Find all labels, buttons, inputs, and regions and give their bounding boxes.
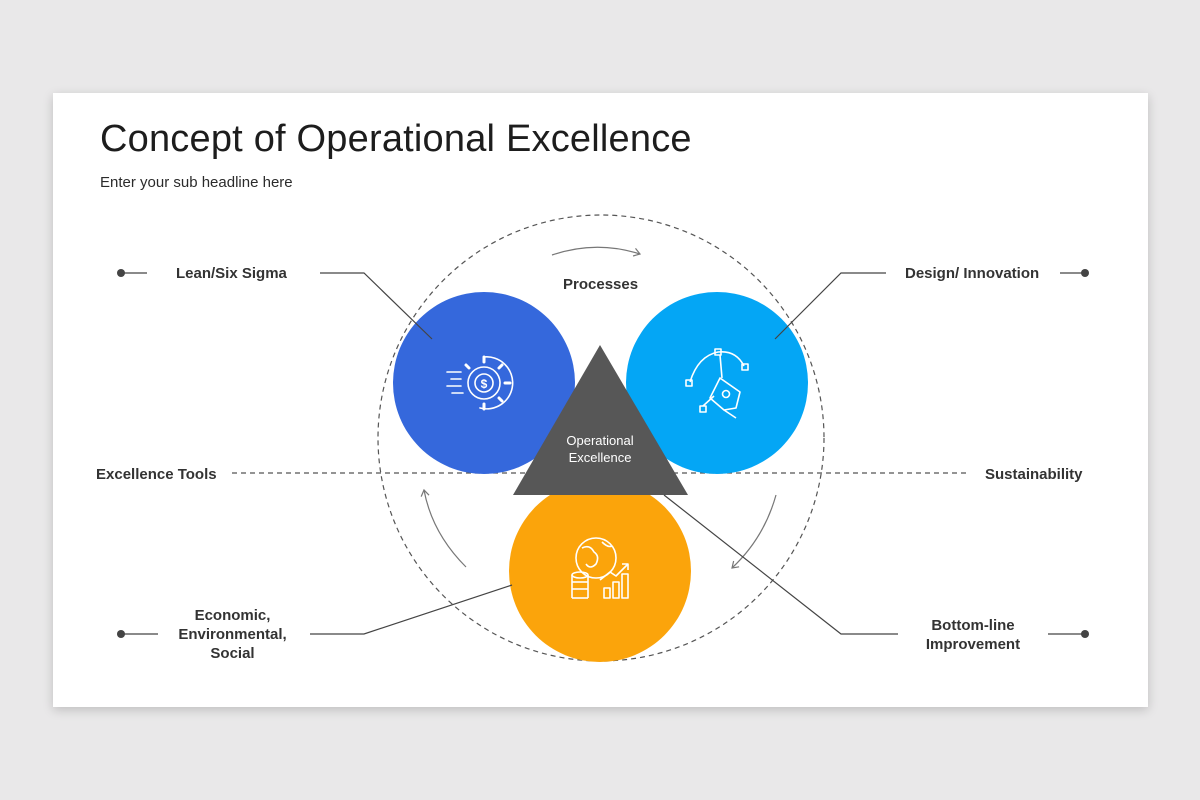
sustainability-label: Sustainability	[985, 466, 1083, 483]
economic-label: Economic, Environmental, Social	[170, 606, 295, 663]
operational-excellence-triangle	[513, 345, 688, 495]
cycle-arrow-top	[551, 246, 642, 257]
lean-six-sigma-label: Lean/Six Sigma	[176, 265, 287, 282]
excellence-tools-label: Excellence Tools	[96, 466, 217, 483]
globe-coins-growth-icon	[571, 537, 629, 599]
pen-tool-icon	[685, 348, 749, 419]
design-innovation-label: Design/ Innovation	[905, 265, 1040, 282]
processes-label: Processes	[563, 276, 639, 293]
slide-title: Concept of Operational Excellence	[100, 118, 692, 160]
lean-circle	[393, 292, 575, 474]
bottom-line-label-line-1: Bottom-line	[931, 617, 1015, 634]
economic-label-line-1: Economic,	[194, 607, 271, 624]
slide-subtitle: Enter your sub headline here	[100, 174, 293, 191]
svg-text:$: $	[481, 377, 488, 391]
leader-dots	[117, 269, 1089, 638]
operational-excellence-label: Operational Excellence	[566, 433, 634, 465]
gear-dollar-icon: $	[446, 355, 514, 411]
bottom-line-label-line-2: Improvement	[925, 636, 1021, 653]
outer-dashed-circle	[377, 214, 825, 662]
cycle-arrow-right	[731, 494, 777, 569]
bottom-line-label: Bottom-line Improvement	[918, 616, 1028, 654]
economic-label-line-2: Environmental,	[178, 626, 287, 643]
leader-lines	[121, 272, 1085, 635]
cycle-arrow-left	[420, 488, 467, 568]
economic-circle	[509, 480, 691, 662]
economic-label-line-3: Social	[210, 645, 255, 662]
